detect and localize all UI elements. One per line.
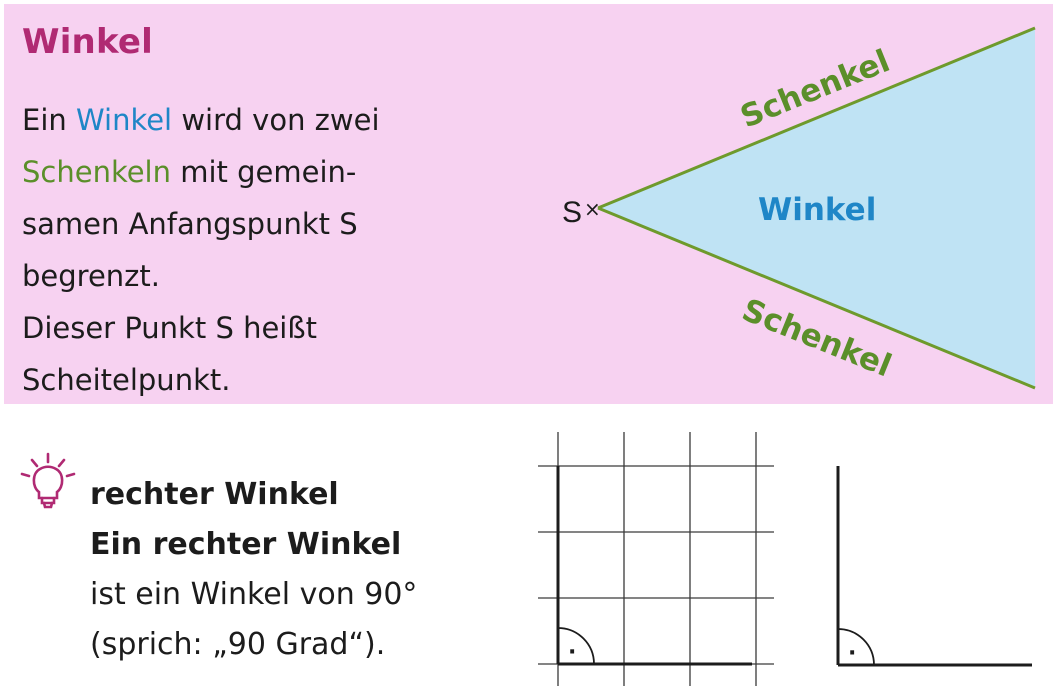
definition-line: Schenkeln mit gemein- bbox=[22, 146, 492, 198]
right-angle-plain-diagram: · bbox=[836, 466, 1032, 667]
vertex-marker: × bbox=[584, 197, 601, 221]
definition-text-segment: samen Anfangspunkt S bbox=[22, 207, 358, 241]
tip-line: (sprich: „90 Grad“). bbox=[90, 627, 386, 662]
definition-text-segment: begrenzt. bbox=[22, 259, 160, 293]
definition-text-segment: wird von zwei bbox=[172, 103, 380, 137]
lower-arm bbox=[597, 206, 1036, 390]
plain-right-angle-arc bbox=[837, 628, 875, 666]
angle-label: Winkel bbox=[758, 192, 876, 228]
right-angle-dot: · bbox=[568, 640, 576, 665]
angle-region bbox=[598, 28, 1035, 388]
definition-line: begrenzt. bbox=[22, 250, 492, 302]
vertex-label: S bbox=[562, 196, 582, 229]
tip-line: Ein rechter Winkel bbox=[90, 527, 402, 562]
definition-text-segment: mit gemein- bbox=[171, 155, 357, 189]
definition-text-segment: Dieser Punkt S heißt bbox=[22, 311, 317, 345]
definition-text-segment: Scheitelpunkt. bbox=[22, 363, 231, 397]
lightbulb-icon bbox=[20, 452, 76, 509]
definition-line: samen Anfangspunkt S bbox=[22, 198, 492, 250]
right-angle-grid-diagram: · bbox=[538, 432, 774, 686]
tip-line: ist ein Winkel von 90° bbox=[90, 577, 418, 612]
right-angle-arc bbox=[557, 627, 595, 665]
plain-right-angle-dot: · bbox=[848, 641, 856, 666]
definition-line: Ein Winkel wird von zwei bbox=[22, 94, 492, 146]
definition-keyword: Schenkeln bbox=[22, 155, 171, 189]
upper-arm bbox=[597, 26, 1036, 210]
tip-heading: rechter Winkel bbox=[90, 477, 339, 512]
definition-keyword: Winkel bbox=[75, 103, 173, 137]
definition-line: Dieser Punkt S heißt bbox=[22, 302, 492, 354]
definition-title: Winkel bbox=[22, 22, 153, 62]
definition-line: Scheitelpunkt. bbox=[22, 354, 492, 406]
tip-text: rechter Winkel Ein rechter Winkel ist ei… bbox=[90, 470, 520, 670]
definition-text-segment: Ein bbox=[22, 103, 76, 137]
